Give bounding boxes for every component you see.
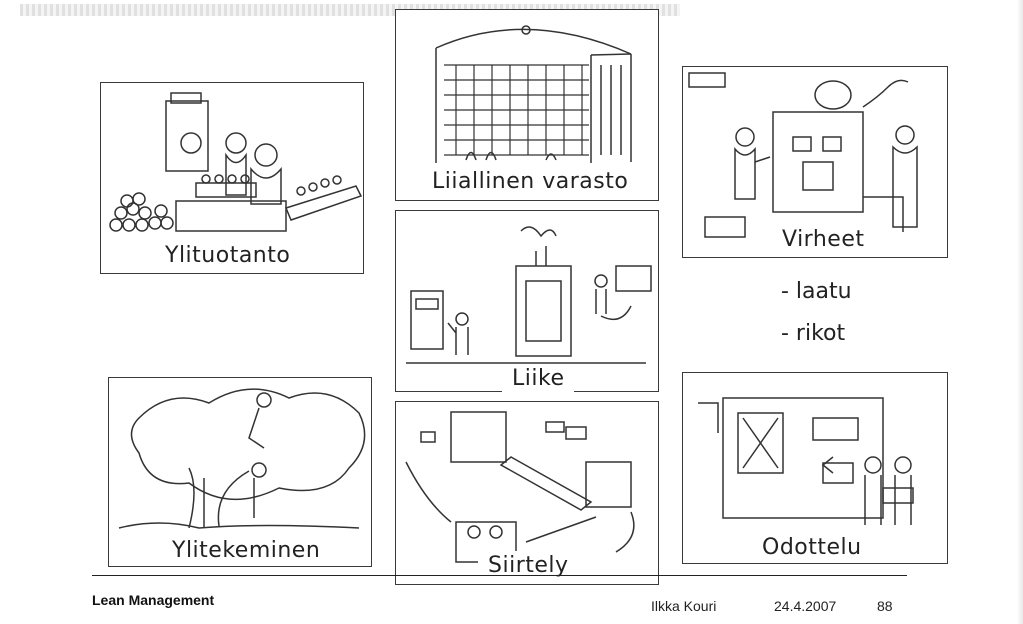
- caption-overproduction: Ylituotanto: [155, 241, 301, 270]
- defects-subitem-breakdowns: - rikot: [781, 321, 846, 346]
- motion-illustration: [406, 226, 652, 364]
- footer-divider: [92, 575, 907, 576]
- footer-title: Lean Management: [92, 592, 215, 608]
- panel-overprocessing: [108, 377, 372, 567]
- caption-overprocessing: Ylitekeminen: [162, 536, 331, 565]
- footer-author: Ilkka Kouri: [651, 598, 717, 614]
- panel-waiting: [682, 372, 948, 564]
- overprocessing-illustration: [118, 388, 366, 529]
- transport-illustration: [405, 411, 635, 563]
- caption-motion: Liike: [502, 364, 575, 393]
- defects-illustration: [688, 72, 918, 238]
- inventory-illustration: [435, 25, 632, 163]
- panel-motion: [395, 210, 659, 392]
- caption-waiting: Odottelu: [752, 533, 872, 562]
- overproduction-illustration: [109, 92, 363, 232]
- caption-defects: Virheet: [772, 225, 875, 254]
- defects-subitem-quality: - laatu: [781, 279, 852, 304]
- footer-page-number: 88: [877, 598, 893, 614]
- waiting-illustration: [698, 397, 914, 525]
- scan-edge-shadow: [1017, 0, 1023, 624]
- footer-date: 24.4.2007: [774, 598, 837, 614]
- caption-inventory: Liiallinen varasto: [422, 167, 639, 196]
